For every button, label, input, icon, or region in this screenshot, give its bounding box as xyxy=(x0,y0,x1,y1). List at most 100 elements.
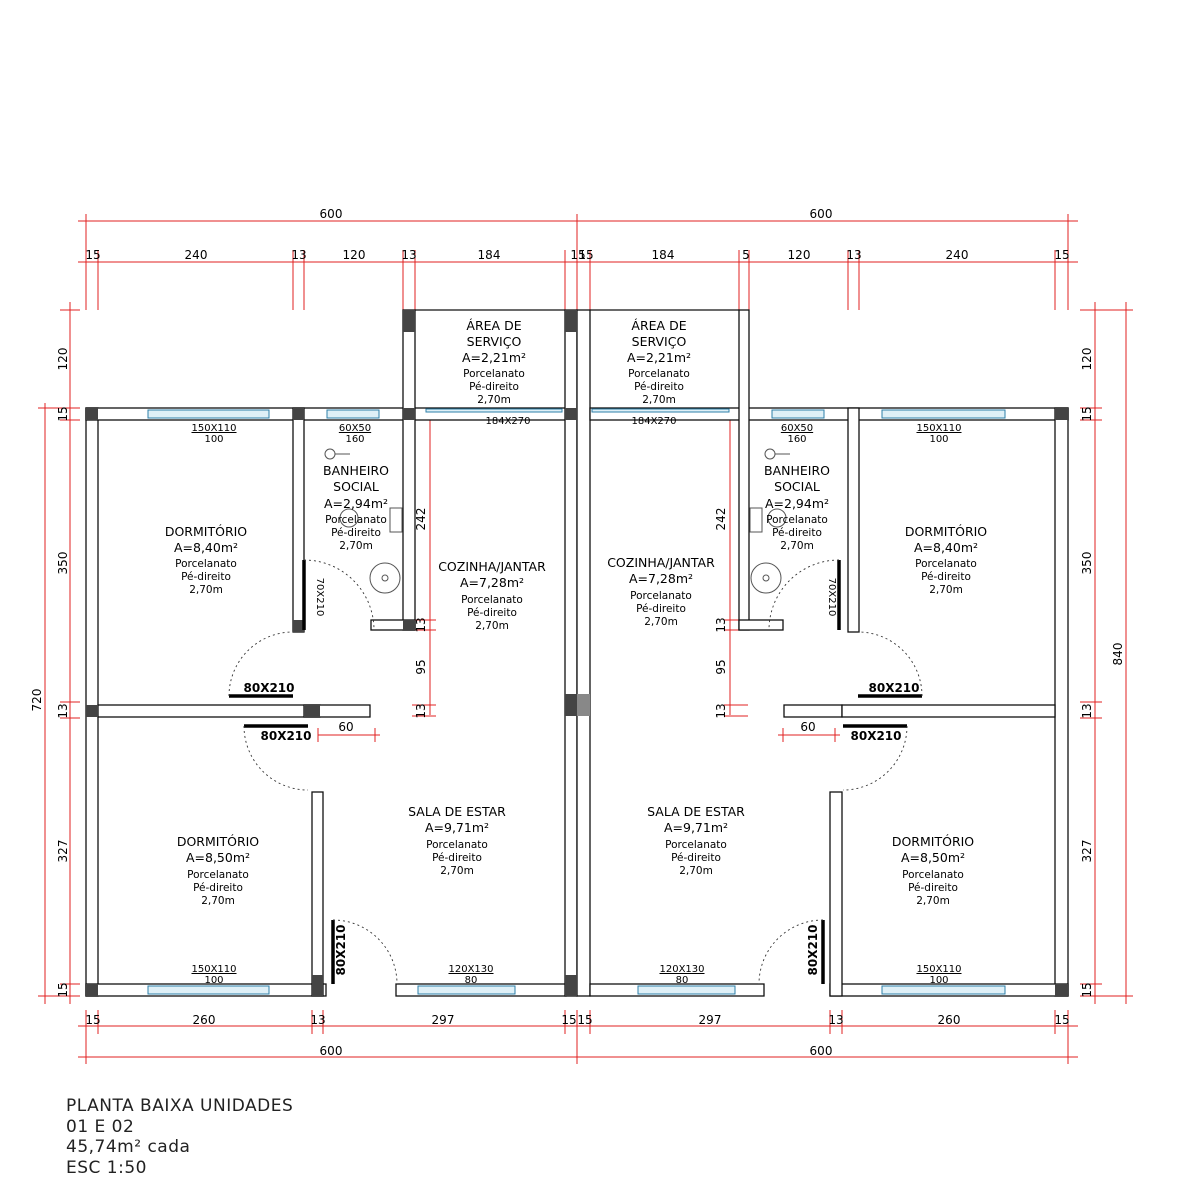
room-sala-2: SALA DE ESTAR A=9,71m² Porcelanato Pé-di… xyxy=(647,804,745,877)
door-dorm-top-label-1: 80X210 xyxy=(244,681,295,695)
svg-text:2,70m: 2,70m xyxy=(929,584,963,596)
svg-text:A=8,40m²: A=8,40m² xyxy=(914,540,978,555)
svg-text:A=7,28m²: A=7,28m² xyxy=(460,575,524,590)
svg-text:Pé-direito: Pé-direito xyxy=(467,607,517,619)
dim-top-3: 13 xyxy=(291,248,306,262)
dim-right-3: 350 xyxy=(1080,552,1094,575)
win-bath-size-2: 60X50 xyxy=(781,423,813,434)
dim-small-a-1: 13 xyxy=(414,617,428,632)
svg-text:Pé-direito: Pé-direito xyxy=(636,603,686,615)
win-sala-size-2: 120X130 xyxy=(659,964,704,975)
svg-text:SERVIÇO: SERVIÇO xyxy=(467,334,522,349)
door-entry-label-1: 80X210 xyxy=(334,925,348,976)
svg-text:A=9,71m²: A=9,71m² xyxy=(425,820,489,835)
svg-text:A=8,50m²: A=8,50m² xyxy=(186,850,250,865)
svg-text:A=2,21m²: A=2,21m² xyxy=(627,350,691,365)
dim-bottom-3: 13 xyxy=(310,1013,325,1027)
dim-top-10: 5 xyxy=(742,248,750,262)
dim-hall-1: 60 xyxy=(338,720,353,734)
svg-text:DORMITÓRIO: DORMITÓRIO xyxy=(892,834,974,849)
dim-bottom-overall-1: 600 xyxy=(320,1044,343,1058)
svg-text:SOCIAL: SOCIAL xyxy=(774,479,820,494)
svg-text:Pé-direito: Pé-direito xyxy=(193,882,243,894)
room-cozinha-1: COZINHA/JANTAR A=7,28m² Porcelanato Pé-d… xyxy=(438,559,546,632)
svg-text:2,70m: 2,70m xyxy=(642,394,676,406)
svg-text:SALA DE ESTAR: SALA DE ESTAR xyxy=(408,804,506,819)
svg-text:Pé-direito: Pé-direito xyxy=(181,571,231,583)
svg-text:DORMITÓRIO: DORMITÓRIO xyxy=(177,834,259,849)
walls xyxy=(85,309,1069,997)
dim-bottom-5: 15 xyxy=(561,1013,576,1027)
win-bath-size-1: 60X50 xyxy=(339,423,371,434)
dim-top-4: 120 xyxy=(343,248,366,262)
dim-left-6: 15 xyxy=(56,982,70,997)
room-cozinha-2: COZINHA/JANTAR A=7,28m² Porcelanato Pé-d… xyxy=(607,555,715,628)
svg-text:Pé-direito: Pé-direito xyxy=(432,852,482,864)
win-dorm-top-sill-1: 100 xyxy=(204,434,223,445)
room-banheiro-2: BANHEIRO SOCIAL A=2,94m² Porcelanato Pé-… xyxy=(764,463,830,552)
dim-bath-depth-2: 242 xyxy=(714,508,728,531)
door-dorm-top-label-2: 80X210 xyxy=(869,681,920,695)
dim-top-13: 240 xyxy=(946,248,969,262)
svg-text:2,70m: 2,70m xyxy=(440,865,474,877)
dim-bottom-8: 13 xyxy=(828,1013,843,1027)
svg-text:Pé-direito: Pé-direito xyxy=(469,381,519,393)
svg-text:Pé-direito: Pé-direito xyxy=(921,571,971,583)
svg-text:Porcelanato: Porcelanato xyxy=(902,869,964,881)
dim-bottom-1: 15 xyxy=(85,1013,100,1027)
dim-bottom-4: 297 xyxy=(432,1013,455,1027)
dim-left-3: 350 xyxy=(56,552,70,575)
dim-right-1: 120 xyxy=(1080,348,1094,371)
dim-top-14: 15 xyxy=(1054,248,1069,262)
svg-text:Porcelanato: Porcelanato xyxy=(187,869,249,881)
door-bath-label-2: 70X210 xyxy=(826,578,837,617)
dim-gap-2: 95 xyxy=(714,659,728,674)
dim-bottom-10: 15 xyxy=(1054,1013,1069,1027)
door-service-size-2: 184X270 xyxy=(631,416,676,427)
caption-scale: ESC 1:50 xyxy=(66,1157,147,1178)
dim-bottom-2: 260 xyxy=(193,1013,216,1027)
doors xyxy=(228,559,923,985)
dim-gap-1: 95 xyxy=(414,659,428,674)
dim-bottom-7: 297 xyxy=(699,1013,722,1027)
svg-text:Porcelanato: Porcelanato xyxy=(426,839,488,851)
svg-text:SALA DE ESTAR: SALA DE ESTAR xyxy=(647,804,745,819)
svg-text:ÁREA DE: ÁREA DE xyxy=(631,318,686,333)
svg-text:A=2,94m²: A=2,94m² xyxy=(765,496,829,511)
dim-small-a-2: 13 xyxy=(714,617,728,632)
door-dorm-bottom-label-2: 80X210 xyxy=(851,729,902,743)
svg-text:Porcelanato: Porcelanato xyxy=(915,558,977,570)
bathroom-fixtures xyxy=(324,448,790,594)
plan-caption: PLANTA BAIXA UNIDADES 01 E 02 45,74m² ca… xyxy=(66,1096,293,1178)
dim-top-overall-1: 600 xyxy=(320,207,343,221)
win-bath-sill-1: 160 xyxy=(345,434,364,445)
svg-text:DORMITÓRIO: DORMITÓRIO xyxy=(905,524,987,539)
win-dorm-bottom-sill-2: 100 xyxy=(929,975,948,986)
dim-right-outer: 840 xyxy=(1111,643,1125,666)
structural-columns xyxy=(86,310,1068,996)
svg-text:Porcelanato: Porcelanato xyxy=(628,368,690,380)
svg-text:2,70m: 2,70m xyxy=(475,620,509,632)
svg-text:Porcelanato: Porcelanato xyxy=(463,368,525,380)
svg-text:Porcelanato: Porcelanato xyxy=(461,594,523,606)
dim-right-6: 15 xyxy=(1080,982,1094,997)
win-bath-sill-2: 160 xyxy=(787,434,806,445)
room-dormitorio-bottom-1: DORMITÓRIO A=8,50m² Porcelanato Pé-direi… xyxy=(177,834,259,907)
dim-small-b-2: 13 xyxy=(714,703,728,718)
door-bath-label-1: 70X210 xyxy=(314,578,325,617)
win-sala-size-1: 120X130 xyxy=(448,964,493,975)
win-dorm-bottom-size-1: 150X110 xyxy=(191,964,236,975)
svg-text:COZINHA/JANTAR: COZINHA/JANTAR xyxy=(607,555,715,570)
svg-text:ÁREA DE: ÁREA DE xyxy=(466,318,521,333)
svg-text:2,70m: 2,70m xyxy=(679,865,713,877)
svg-text:A=7,28m²: A=7,28m² xyxy=(629,571,693,586)
svg-text:COZINHA/JANTAR: COZINHA/JANTAR xyxy=(438,559,546,574)
win-dorm-top-sill-2: 100 xyxy=(929,434,948,445)
svg-text:SOCIAL: SOCIAL xyxy=(333,479,379,494)
svg-text:2,70m: 2,70m xyxy=(477,394,511,406)
win-dorm-bottom-size-2: 150X110 xyxy=(916,964,961,975)
caption-title: PLANTA BAIXA UNIDADES xyxy=(66,1096,294,1116)
dim-bottom-6: 15 xyxy=(577,1013,592,1027)
room-area-servico-2: ÁREA DE SERVIÇO A=2,21m² Porcelanato Pé-… xyxy=(627,318,691,406)
